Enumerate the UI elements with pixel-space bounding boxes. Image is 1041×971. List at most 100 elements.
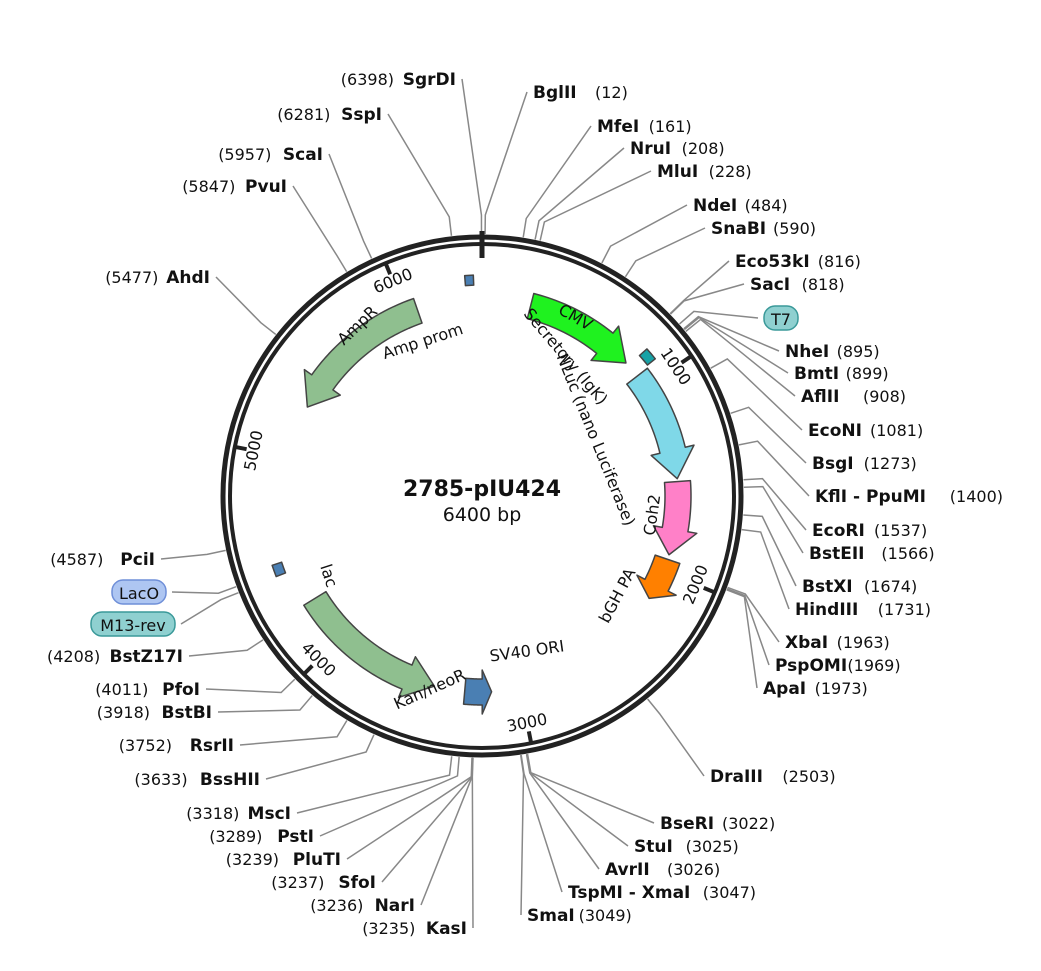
site-leader-line bbox=[188, 639, 264, 657]
site-position: (3918) bbox=[97, 703, 150, 722]
restriction-site-label: DraIII(2503) bbox=[710, 767, 836, 787]
site-position: (6281) bbox=[277, 105, 330, 124]
site-leader-line bbox=[484, 91, 528, 235]
site-labels: SgrDI(6398)SspI(6281)ScaI(5957)PvuI(5847… bbox=[47, 70, 1003, 939]
site-position: (5847) bbox=[182, 177, 235, 196]
tick-label: 2000 bbox=[679, 562, 712, 607]
site-leader-line bbox=[215, 276, 277, 335]
feature-arrow bbox=[626, 367, 695, 480]
site-leader-line bbox=[520, 754, 563, 893]
tick-mark bbox=[384, 263, 393, 276]
feature-label: lac bbox=[316, 562, 341, 590]
site-leader-line bbox=[217, 695, 313, 713]
site-leader-line bbox=[683, 315, 780, 352]
feature-tag-label: LacO bbox=[119, 584, 159, 603]
site-leader-line bbox=[726, 589, 758, 689]
restriction-site-label: KflI - PpuMI(1400) bbox=[815, 487, 1003, 507]
site-position: (3047) bbox=[703, 883, 756, 902]
site-name: MluI bbox=[657, 162, 698, 182]
site-leader-line bbox=[292, 185, 348, 273]
tick-label: 3000 bbox=[505, 709, 549, 736]
restriction-site-label: KasI(3235) bbox=[362, 919, 467, 939]
site-position: (908) bbox=[863, 387, 906, 406]
feature-arrow bbox=[652, 479, 698, 556]
site-leader-line bbox=[738, 440, 810, 497]
site-leader-line bbox=[624, 227, 706, 278]
site-position: (818) bbox=[802, 275, 845, 294]
restriction-site-label: BssHII(3633) bbox=[134, 770, 260, 790]
site-name: SmaI bbox=[527, 906, 575, 926]
site-position: (1973) bbox=[815, 679, 868, 698]
restriction-site-label: SgrDI(6398) bbox=[341, 70, 456, 90]
plasmid-backbone bbox=[220, 231, 744, 758]
site-position: (228) bbox=[709, 162, 752, 181]
restriction-site-label: BsgI(1273) bbox=[812, 454, 917, 474]
site-name: BstXI bbox=[802, 577, 853, 597]
site-position: (3025) bbox=[686, 837, 739, 856]
site-name: EcoRI bbox=[812, 521, 865, 541]
site-name: BstEII bbox=[809, 544, 864, 564]
restriction-site-label: EcoRI(1537) bbox=[812, 521, 927, 541]
feature-tag bbox=[90, 611, 176, 637]
restriction-site-label: SacI (818) bbox=[750, 275, 845, 295]
site-name: PvuI bbox=[245, 177, 287, 197]
site-name: BmtI bbox=[794, 364, 839, 384]
feature-arrow bbox=[303, 297, 423, 408]
site-name: NarI bbox=[375, 896, 415, 916]
site-name: BglII bbox=[533, 83, 577, 103]
tick-mark bbox=[680, 354, 692, 365]
site-leader-line bbox=[743, 477, 807, 531]
site-position: (3236) bbox=[310, 896, 363, 915]
site-leader-line bbox=[669, 283, 745, 315]
site-position: (1963) bbox=[837, 633, 890, 652]
feature-tag-label: M13-rev bbox=[100, 616, 165, 635]
site-name: PstI bbox=[277, 827, 314, 847]
site-name: PluTI bbox=[293, 850, 341, 870]
site-position: (1969) bbox=[847, 656, 900, 675]
site-name: SacI bbox=[750, 275, 790, 295]
restriction-site-label: AvrII(3026) bbox=[605, 860, 720, 880]
restriction-site-label: SspI(6281) bbox=[277, 105, 382, 125]
site-leader-line bbox=[381, 757, 474, 883]
site-position: (3026) bbox=[667, 860, 720, 879]
site-leader-line bbox=[647, 698, 705, 777]
site-leader-line bbox=[180, 591, 239, 625]
site-position: (6398) bbox=[341, 70, 394, 89]
site-leader-line bbox=[171, 585, 237, 595]
site-position: (12) bbox=[595, 83, 628, 102]
feature-tag bbox=[763, 305, 799, 331]
restriction-site-label: BstXI(1674) bbox=[802, 577, 917, 597]
site-leader-line bbox=[743, 514, 797, 587]
restriction-site-label: BseRI(3022) bbox=[660, 814, 775, 834]
restriction-site-label: PfoI(4011) bbox=[95, 680, 200, 700]
site-leader-line bbox=[160, 549, 226, 560]
site-position: (1566) bbox=[881, 544, 934, 563]
feature-tag bbox=[111, 579, 167, 605]
site-position: (2503) bbox=[782, 767, 835, 786]
site-leader-line bbox=[683, 316, 789, 374]
restriction-site-label: LacO bbox=[111, 579, 167, 605]
site-position: (1400) bbox=[950, 487, 1003, 506]
site-position: (3752) bbox=[119, 736, 172, 755]
tick-mark bbox=[303, 664, 314, 675]
restriction-site-label: T7 bbox=[763, 305, 799, 331]
restriction-site-label: MscI(3318) bbox=[186, 804, 291, 824]
site-leader-line bbox=[319, 756, 460, 837]
site-name: TspMI - XmaI bbox=[568, 883, 690, 903]
site-leader-line bbox=[265, 734, 375, 780]
site-leader-line bbox=[727, 586, 780, 643]
restriction-site-label: PspOMI(1969) bbox=[775, 656, 901, 676]
site-position: (3289) bbox=[209, 827, 262, 846]
site-name: XbaI bbox=[785, 633, 828, 653]
site-leader-line bbox=[539, 170, 652, 241]
restriction-site-label: NdeI(484) bbox=[693, 196, 788, 216]
feature-arrow bbox=[463, 274, 475, 287]
site-leader-line bbox=[730, 406, 807, 464]
site-leader-line bbox=[726, 588, 770, 666]
site-position: (3239) bbox=[226, 850, 279, 869]
site-name: NruI bbox=[630, 139, 671, 159]
site-leader-line bbox=[743, 485, 804, 554]
site-position: (1731) bbox=[878, 600, 931, 619]
